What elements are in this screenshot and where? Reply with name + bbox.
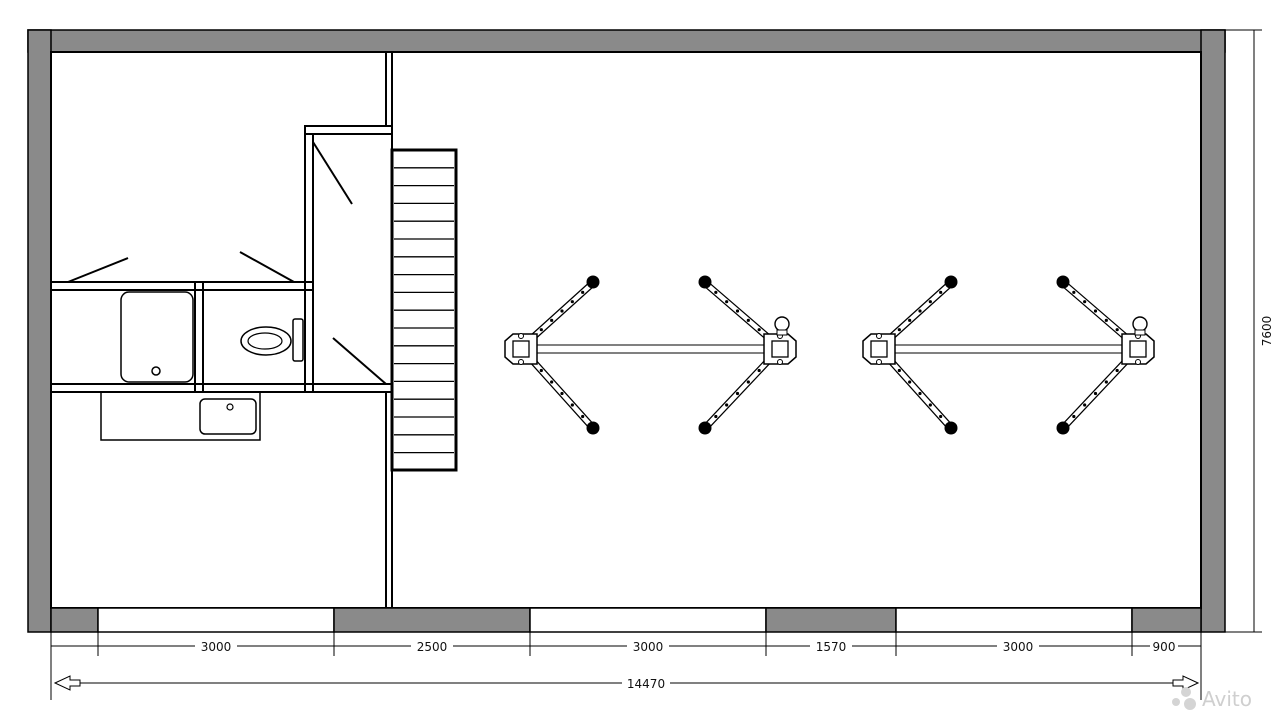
- door-swing-1: [67, 257, 129, 283]
- arrow-left-icon: [53, 675, 81, 691]
- corridor-wall: [304, 125, 393, 135]
- wall-pier-1: [50, 607, 99, 633]
- wall-pier-2: [333, 607, 531, 633]
- wall-pier-4: [1131, 607, 1202, 633]
- sink-icon: [100, 391, 261, 441]
- two-post-lift-icon: [862, 275, 1155, 435]
- door-swing-2: [239, 251, 295, 283]
- lift-pad: [944, 421, 958, 435]
- label-bg-2: [411, 639, 453, 653]
- interior-partitions: [50, 52, 393, 608]
- lift-motor: [1132, 316, 1148, 332]
- shower-tray-icon: [120, 291, 194, 383]
- lift-pad: [586, 421, 600, 435]
- label-bg-3: [627, 639, 669, 653]
- lift-pad: [1056, 421, 1070, 435]
- wall-pier-3: [765, 607, 897, 633]
- two-post-lift-icon: [504, 275, 797, 435]
- bath-wall-bottom: [50, 383, 393, 393]
- lift-pad: [698, 421, 712, 435]
- lift-pad: [586, 275, 600, 289]
- door-swing-3: [312, 141, 353, 205]
- dimension-lines: 7600 3000 2500 3000 1570 3000 900 14470: [50, 29, 1274, 700]
- interior-outline: [50, 51, 1202, 609]
- front-wall: [50, 607, 1202, 633]
- dim-segment-3: 3000: [633, 640, 664, 654]
- dim-segment-6: 900: [1153, 640, 1176, 654]
- toilet-icon: [240, 318, 304, 362]
- watermark-text: Avito: [1202, 687, 1252, 711]
- staircase-icon: [390, 148, 458, 472]
- height-label: 7600: [1260, 316, 1274, 347]
- wall-left: [27, 29, 52, 633]
- wall-right: [1200, 29, 1226, 633]
- label-bg-total: [622, 676, 670, 690]
- gate-opening-1: [97, 607, 335, 633]
- bath-wall-top: [50, 281, 314, 291]
- gate-opening-2: [529, 607, 767, 633]
- dim-segment-1: 3000: [201, 640, 232, 654]
- bath-wall-divider: [194, 281, 204, 393]
- door-swing-4: [332, 337, 387, 385]
- lift-pad: [944, 275, 958, 289]
- lift-pad: [1056, 275, 1070, 289]
- dim-segment-2: 2500: [417, 640, 448, 654]
- label-bg-6: [1150, 639, 1178, 653]
- label-bg-1: [195, 639, 237, 653]
- dim-segment-5: 3000: [1003, 640, 1034, 654]
- outer-walls: [27, 29, 1226, 633]
- dim-total: 14470: [627, 677, 665, 691]
- wall-top: [27, 29, 1226, 53]
- avito-logo-icon: Avito: [1172, 687, 1252, 711]
- gate-opening-3: [895, 607, 1133, 633]
- dim-segment-4: 1570: [816, 640, 847, 654]
- lift-pad: [698, 275, 712, 289]
- label-bg-4: [810, 639, 852, 653]
- lifts: [504, 275, 1155, 435]
- lift-motor: [774, 316, 790, 332]
- label-bg-5: [997, 639, 1039, 653]
